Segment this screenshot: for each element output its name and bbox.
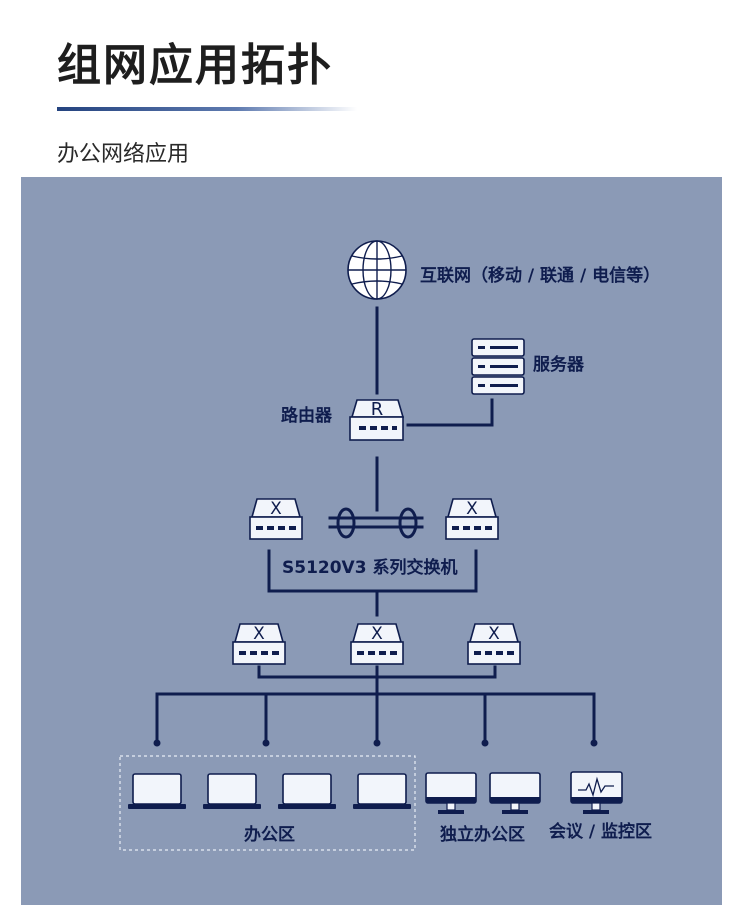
switch-icon: X [445,498,499,540]
switch-glyph: X [371,624,383,644]
switch-icon: X [350,623,404,665]
switch-icon: X [467,623,521,665]
switch-glyph: X [270,499,282,519]
stack-oval-left [336,507,356,539]
router-glyph: R [371,399,384,420]
server-icon [471,338,525,395]
core-switch-label: S5120V3 系列交换机 [282,558,458,578]
surveillance-monitor-icon [570,771,623,814]
section-title: 办公网络应用 [57,142,190,167]
link-core-aggregate [267,549,478,593]
drop-dot-3 [373,739,381,747]
drop-dot-5 [590,739,598,747]
office-zone-label: 办公区 [244,825,295,845]
office-zone-boundary [119,755,416,851]
switch-glyph: X [253,624,265,644]
laptop-icon [353,773,411,809]
router-label: 路由器 [281,406,332,426]
drop-dot-1 [153,739,161,747]
drop-dot-4 [481,739,489,747]
switch-icon: X [232,623,286,665]
internet-label: 互联网（移动 / 联通 / 电信等） [420,266,661,286]
switch-icon: X [249,498,303,540]
link-router-server [406,398,494,427]
laptop-icon [203,773,261,809]
monitor-icon [425,772,477,814]
laptop-icon [278,773,336,809]
switch-glyph: X [466,499,478,519]
globe-icon [347,240,407,300]
title-underline [57,107,357,111]
laptop-icon [128,773,186,809]
drop-dot-2 [262,739,270,747]
router-icon [349,399,405,441]
monitor-icon [489,772,541,814]
switch-glyph: X [488,624,500,644]
meeting-monitor-label: 会议 / 监控区 [549,822,653,842]
server-label: 服务器 [533,355,584,375]
page-title: 组网应用拓扑 [57,40,333,91]
independent-office-label: 独立办公区 [440,825,525,845]
stack-oval-right [398,507,418,539]
